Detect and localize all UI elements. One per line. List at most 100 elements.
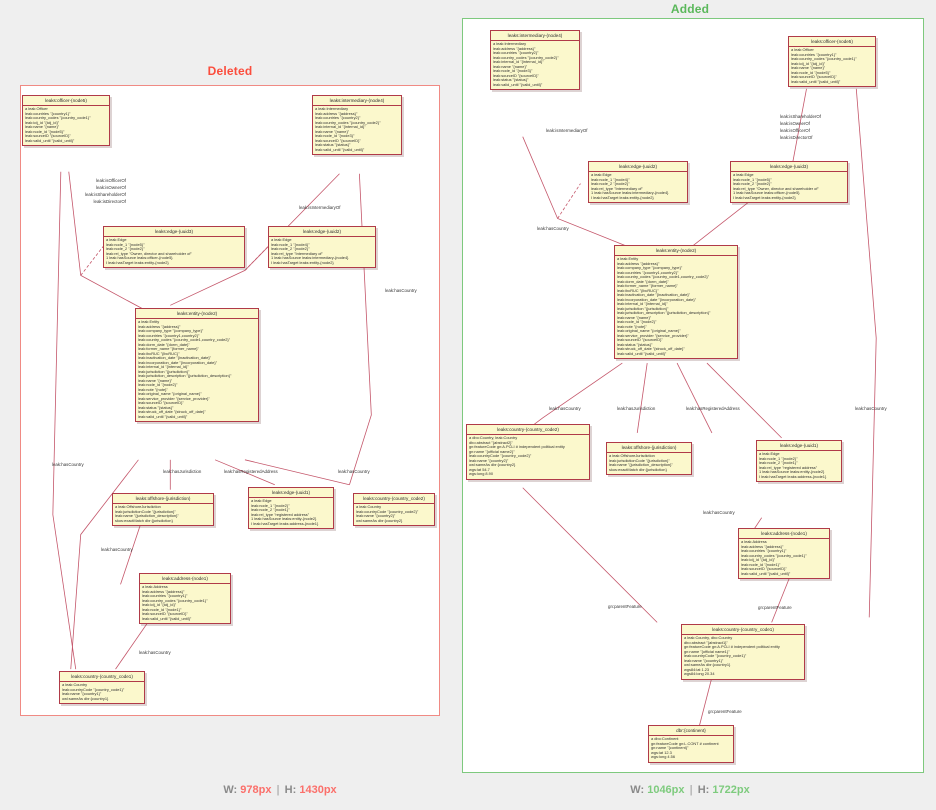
edge-label-hasJurisdiction-added: leak:hasJurisdiction (617, 406, 656, 411)
node-title: leaks:entity-(node2) (136, 309, 258, 319)
footer-sep-left: | (276, 784, 280, 796)
node-country1-added[interactable]: leaks:country-(country_code1) a leak:Cou… (681, 624, 805, 680)
node-property-row: leak:country_codes "{country_code1,count… (138, 338, 231, 342)
node-property-row: leak:name "{jurisdiction_description}" (609, 463, 673, 467)
node-property-row: leak:status "{status}" (617, 342, 653, 347)
node-property-row: leak:node_2 "{node2}" (271, 247, 310, 251)
node-property-row: gn:name "{official name2}" (469, 449, 515, 454)
node-property-row: skos:exactMatch dbr:{jurisdiction} (609, 467, 667, 472)
node-country1-deleted[interactable]: leaks:country-(country_code1) a leak:Cou… (59, 671, 145, 704)
h-value-left: 1430px (299, 784, 337, 796)
node-property-row: leak:node_1 "{node2}" (251, 503, 290, 508)
edge-label-hasCountry-address: leak:hasCountry (139, 650, 171, 655)
node-property-row: leak:node_id "{node1}" (142, 607, 182, 612)
node-property-row: a leak:Officer (25, 107, 48, 111)
w-value-left: 978px (240, 784, 272, 796)
node-property-row: wgs:lat 54.7 (469, 467, 490, 472)
node-intermediary-added[interactable]: leaks:intermediary-(node4) a leak:Interm… (490, 30, 580, 90)
node-property-row: dbo:abstract "{abstract1}" (684, 640, 728, 645)
node-country2-deleted[interactable]: leaks:country-(country_code2) a leak:Cou… (353, 493, 435, 526)
node-property-row: leak:name "{name}" (493, 64, 528, 69)
node-property-row: leak:rel_type "registered address" (251, 512, 310, 517)
node-title: leaks:country-(country_code1) (60, 672, 144, 682)
node-property-row: leak:countries "{country1}" (142, 594, 188, 598)
node-property-row: a dbo:Country, leak:Country (469, 436, 518, 440)
node-property-row: leak:valid_until "{valid_until}" (25, 138, 75, 143)
node-property-row: leak:valid_until "{valid_until}" (138, 414, 188, 419)
edge-label-isOfficerOf-added: leak:isOfficerOf (780, 128, 810, 133)
node-property-row: leak:address "{address}" (142, 589, 185, 594)
node-property-row: a leak:Edge (733, 173, 754, 177)
node-property-row: a leak:Edge (759, 452, 780, 456)
node-property-row: leak:sourceID "{sourceID}" (791, 75, 837, 79)
node-property-row: leak:valid_until "{valid_until}" (493, 82, 543, 87)
node-property-row: leak:sourceID "{sourceID}" (741, 567, 787, 571)
footer-dimensions: W: 978px | H: 1430px W: 1046px | H: 1722… (0, 780, 936, 810)
node-property-row: leak:name "{country1}" (684, 658, 724, 663)
edge-label-isDirectorOf: leak:isDirectorOf (93, 199, 126, 204)
node-property-row: leak:name "{name}" (617, 315, 652, 320)
node-property-row: leak:struck_off_date "{struck_off_date}" (617, 347, 685, 351)
node-country2-added[interactable]: leaks:country-(country_code2) a dbo:Coun… (466, 424, 590, 480)
node-intermediary-deleted[interactable]: leaks:intermediary-(node4) a leak:Interm… (312, 95, 402, 155)
node-title: leaks:address-(node1) (140, 574, 230, 584)
node-property-row: leak:countries "{country1}" (791, 52, 837, 57)
node-offshore-jurisdiction-deleted[interactable]: leaks:offshore-(jurisdiction) a leak:Off… (112, 493, 214, 526)
node-property-row: leak:name "{jurisdiction_description}" (115, 514, 179, 518)
h-value-right: 1722px (712, 784, 750, 796)
node-property-row: dbo:abstract "{abstract2}" (469, 440, 513, 445)
node-property-row: 1 leak:hasSource leaks:entity-{node2} (251, 517, 317, 521)
w-value-right: 1046px (647, 784, 685, 796)
node-property-row: gn:featureCode gn:A.PCLI # independent p… (469, 445, 565, 449)
node-title: leaks:officer-(node5) (23, 96, 109, 106)
node-property-row: I leak:hasTarget leaks:entity-{node2} (733, 195, 796, 200)
node-property-row: leak:note "{note}" (138, 387, 168, 392)
node-property-row: wgs84:long 20.34 (684, 672, 715, 676)
node-property-row: leak:node_1 "{node2}" (759, 456, 798, 461)
edge-label-hasCountry-a1: leak:hasCountry (549, 406, 581, 411)
node-property-row: I leak:hasTarget leaks:entity-{node2} (106, 260, 169, 265)
node-title: leaks:edge-(uuid2) (589, 162, 687, 172)
edge-label-isDirectorOf-added: leak:isDirectorOf (780, 135, 813, 140)
node-property-row: a leak:Entity (617, 257, 639, 261)
node-property-row: leak:node_1 "{node5}" (106, 242, 145, 247)
edge-label-isIntermediaryOf-added: leak:isIntermediaryOf (546, 128, 588, 133)
node-property-row: 1 leak:hasSource leaks:intermediary-{nod… (271, 256, 349, 260)
node-title: leaks:officer-(node5) (789, 37, 875, 47)
node-property-row: leak:node_id "{node1}" (741, 562, 781, 567)
edge-label-isShareholderOf: leak:isShareholderOf (84, 192, 126, 197)
node-title: leaks:intermediary-(node4) (313, 96, 401, 106)
node-property-row: leak:note "{note}" (617, 324, 647, 329)
node-title: leaks:country-(country_code2) (354, 494, 434, 504)
edge-label-parentFeature-2: gn:parentFeature (708, 709, 742, 714)
h-label-left: H: (284, 784, 297, 796)
node-property-row: leak:node_1 "{node5}" (733, 177, 772, 182)
node-property-row: leak:jurisdiction "{jurisdiction}" (617, 306, 669, 311)
node-offshore-jurisdiction-added[interactable]: leaks:offshore-(jurisdiction) a leak:Off… (606, 442, 692, 475)
node-property-row: leak:node_2 "{node1}" (251, 508, 290, 512)
node-property-row: a leak:Address (142, 585, 168, 589)
node-property-row: leak:icij_id "{icij_id}" (142, 603, 177, 607)
node-property-row: leak:node_id "{node5}" (25, 129, 65, 134)
node-property-row: leak:valid_until "{valid_until}" (741, 571, 791, 576)
